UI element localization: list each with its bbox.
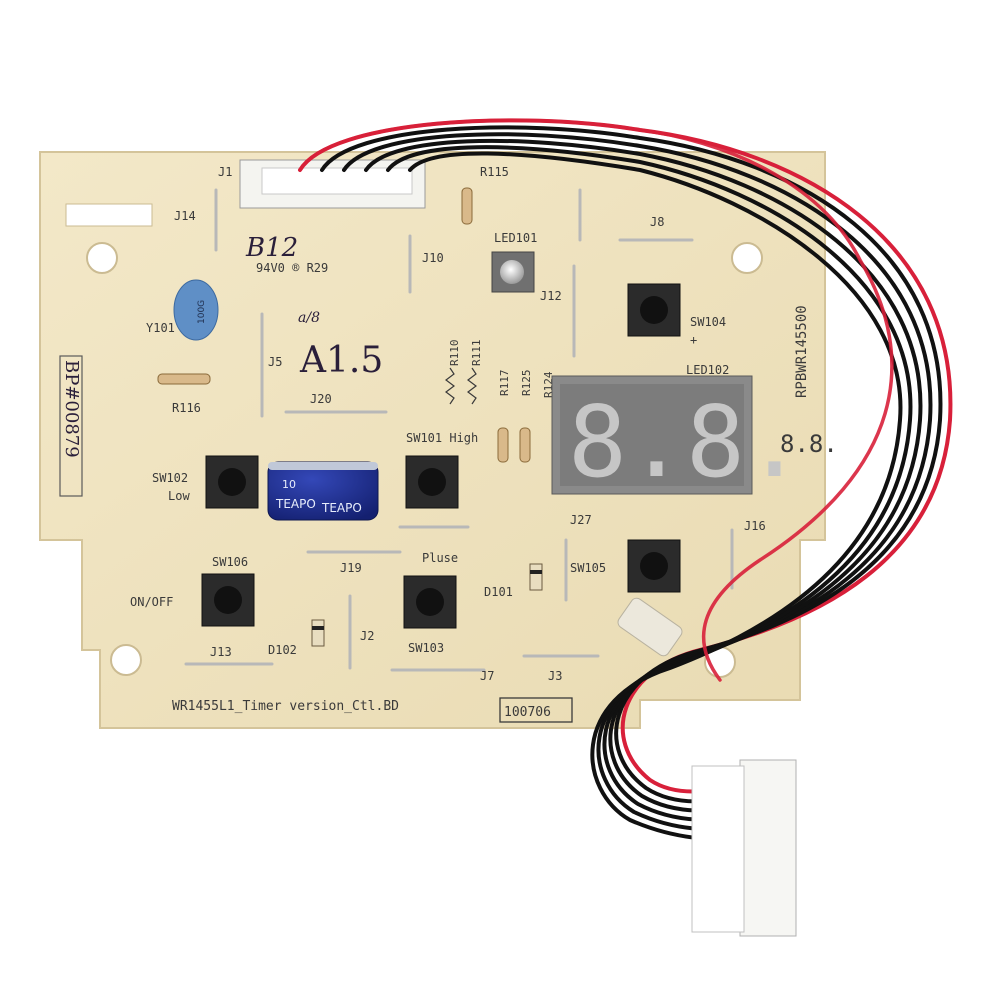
handwritten-notes: B12 A1.5 a/8 BP#00879 (61, 233, 383, 458)
label-j5: J5 (268, 355, 282, 369)
sublabel-sw106: ON/OFF (130, 595, 173, 609)
electrolytic-capacitor: TEAPO TEAPO 10 (267, 461, 379, 521)
label-y101: Y101 (146, 321, 175, 335)
label-j14: J14 (174, 209, 196, 223)
led101 (491, 251, 535, 293)
capacitor-brand: TEAPO (275, 497, 316, 511)
label-j8: J8 (650, 215, 664, 229)
button-sw105 (627, 539, 681, 593)
sublabel-sw103: Pluse (422, 551, 458, 565)
button-sw101 (405, 455, 459, 509)
label-d101: D101 (484, 585, 513, 599)
label-sw102: SW102 (152, 471, 188, 485)
jumper-wires (184, 188, 734, 672)
button-sw103 (403, 575, 457, 629)
seven-segment-display: 8.8. (551, 375, 804, 500)
label-j16: J16 (744, 519, 766, 533)
handwriting-small: a/8 (298, 310, 320, 326)
label-j7: J7 (480, 669, 494, 683)
label-j10: J10 (422, 251, 444, 265)
board-code: 100706 (504, 705, 551, 720)
label-led102: LED102 (686, 363, 729, 377)
resistors (157, 187, 531, 463)
label-sw106: SW106 (212, 555, 248, 569)
label-j1: J1 (218, 165, 232, 179)
label-j19: J19 (340, 561, 362, 575)
label-j13: J13 (210, 645, 232, 659)
handwriting-middle: A1.5 (299, 340, 383, 381)
label-sw105: SW105 (570, 561, 606, 575)
capacitor-value: 10 (282, 478, 296, 491)
label-r110: R110 (448, 340, 461, 367)
board-name: WR1455L1_Timer version_Ctl.BD (172, 699, 399, 714)
label-sw104: SW104 (690, 315, 726, 329)
label-j20: J20 (310, 392, 332, 406)
button-sw106 (201, 573, 255, 627)
crystal-y101: 100G (173, 279, 219, 341)
wire-harness (298, 118, 953, 843)
display-side-label: 8.8. (780, 430, 838, 458)
label-r117: R117 (498, 370, 511, 397)
label-j3: J3 (548, 669, 562, 683)
capacitor-brand-2: TEAPO (321, 501, 362, 515)
label-r125: R125 (520, 370, 533, 397)
silkscreen-labels: J1 J14 J10 LED101 J12 J8 J5 J20 R116 Y10… (146, 165, 838, 723)
diodes (311, 563, 543, 647)
part-number: RPBWR145500 (794, 305, 810, 398)
side-label-box (59, 355, 83, 497)
handwriting-side: BP#00879 (61, 360, 82, 458)
button-sw102 (205, 455, 259, 509)
label-sw103: SW103 (408, 641, 444, 655)
display-digits: 8.8. (568, 386, 804, 500)
sublabel-sw102: Low (168, 489, 190, 503)
header-connector-j1 (239, 159, 426, 209)
tactile-buttons: SW104 + SW101 High SW102 Low SW106 ON/OF… (130, 283, 726, 655)
label-j12: J12 (540, 289, 562, 303)
mounting-hole (731, 242, 763, 274)
label-r111: R111 (470, 340, 483, 367)
label-d102: D102 (268, 643, 297, 657)
label-r115: R115 (480, 165, 509, 179)
mounting-hole (110, 644, 142, 676)
label-j27: J27 (570, 513, 592, 527)
mounting-hole (86, 242, 118, 274)
handwriting-top: B12 (245, 233, 298, 263)
end-connector (691, 759, 797, 937)
button-sw104 (627, 283, 681, 337)
crystal-marking: 100G (197, 300, 207, 324)
label-r116: R116 (172, 401, 201, 415)
label-led101: LED101 (494, 231, 537, 245)
label-j2: J2 (360, 629, 374, 643)
ul-mark: 94V0 ® R29 (256, 261, 328, 275)
label-sw101: SW101 High (406, 431, 478, 445)
sublabel-sw104: + (690, 333, 697, 347)
cable-tie (617, 597, 683, 657)
